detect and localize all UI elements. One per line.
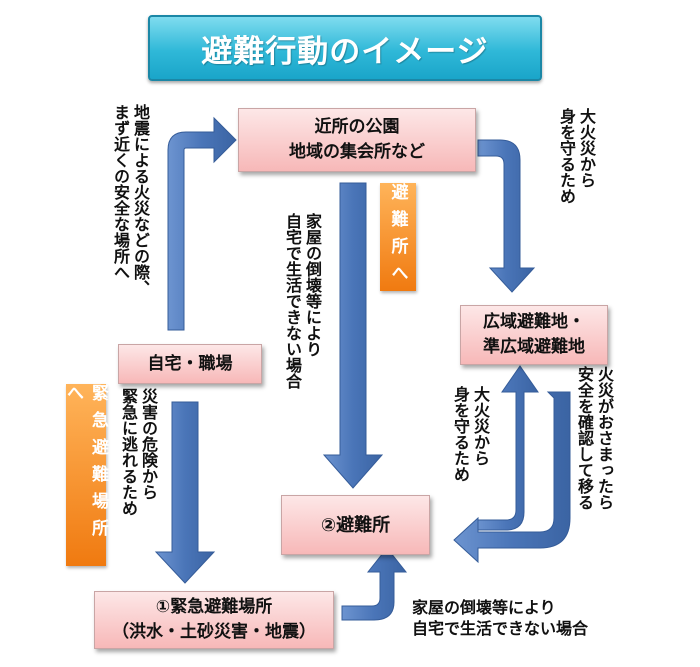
node-emergency: ①緊急避難場所 （洪水・土砂災害・地震） xyxy=(94,591,334,649)
label-big-fire-mid: 大火災から 身を守るため xyxy=(451,386,490,482)
arrow-wide-to-shelter xyxy=(453,391,571,564)
node-shelter: ②避難所 xyxy=(281,495,430,555)
arrow-shelter-to-wide xyxy=(475,365,539,531)
arrow-home-to-emergency xyxy=(154,401,216,584)
label-fire-settled: 火災がおさまったら 安全を確認して移る xyxy=(575,366,614,510)
tag-to-emergency: 緊急避難場所へ xyxy=(63,384,108,566)
node-home: 自宅・職場 xyxy=(118,344,262,384)
label-collapse-vertical: 家屋の倒壊等により 自宅で生活できない場合 xyxy=(283,213,322,389)
label-collapse-bottom: 家屋の倒壊等により 自宅で生活できない場合 xyxy=(412,598,589,638)
page-title: 避難行動のイメージ xyxy=(148,15,542,81)
arrow-emergency-to-shelter xyxy=(341,547,408,621)
arrow-home-to-park xyxy=(167,116,237,331)
node-park: 近所の公園 地域の集会所など xyxy=(238,108,476,172)
tag-to-shelter: 避難所へ xyxy=(380,183,416,291)
arrow-park-to-wide xyxy=(477,139,536,293)
label-big-fire-top: 大火災から 身を守るため xyxy=(557,108,596,204)
label-danger-escape: 災害の危険から 緊急に逃れるため xyxy=(119,388,158,516)
node-wide-area: 広域避難地・ 準広域避難地 xyxy=(460,305,608,365)
arrow-park-to-shelter xyxy=(322,182,384,489)
label-quake-fire: 地震による火災などの際、 まず近くの安全な場所へ xyxy=(111,104,150,296)
